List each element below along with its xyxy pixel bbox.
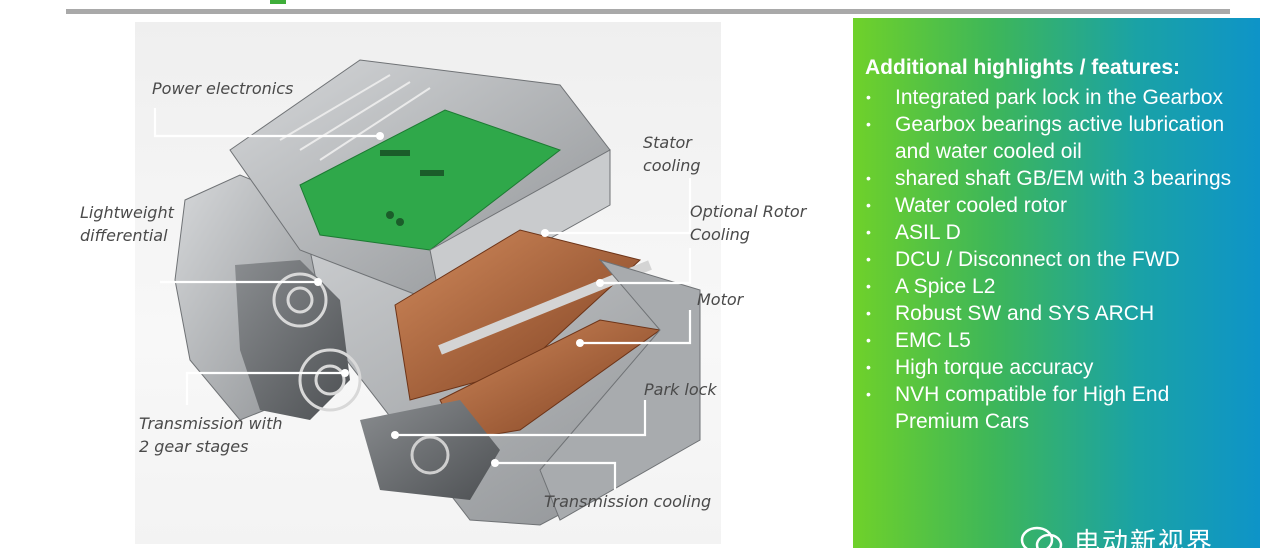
bullet-icon: • (866, 116, 871, 132)
pcb-board (299, 109, 562, 251)
label-lightweight-differential-line1: Lightweight (80, 203, 174, 222)
label-transmission-cooling: Transmission cooling (544, 492, 712, 511)
feature-item: • ASIL D (862, 219, 1252, 246)
callout-lines (153, 108, 692, 490)
gear-cluster (235, 260, 350, 420)
label-stator-cooling: Stator cooling (643, 131, 701, 177)
feature-item: • Gearbox bearings active lubrication and… (862, 111, 1252, 165)
bullet-icon: • (866, 305, 871, 321)
drive-unit-cutaway-illustration (153, 59, 701, 526)
feature-text: Robust SW and SYS ARCH (895, 302, 1155, 325)
top-accent-mark (270, 0, 286, 4)
callout-line-optional-rotor-cooling (600, 248, 692, 285)
feature-item: • Integrated park lock in the Gearbox (862, 84, 1252, 111)
bullet-icon: • (866, 332, 871, 348)
feature-text: EMC L5 (895, 329, 971, 352)
feature-item: • A Spice L2 (862, 273, 1252, 300)
rotor-shaft (438, 260, 652, 355)
label-transmission-line1: Transmission with (139, 414, 283, 433)
bullet-icon: • (866, 386, 871, 402)
bullet-icon: • (866, 359, 871, 375)
callout-line-transmission (185, 371, 345, 405)
bullet-icon: • (866, 170, 871, 186)
watermark: 电动新视界 (1020, 522, 1214, 559)
label-lightweight-differential: Lightweight differential (80, 201, 174, 247)
label-stator-cooling-line1: Stator (643, 133, 692, 152)
watermark-text: 电动新视界 (1074, 528, 1215, 558)
bullet-icon: • (866, 197, 871, 213)
feature-text: shared shaft GB/EM with 3 bearings (895, 167, 1232, 190)
cover-ribs (279, 74, 431, 161)
feature-list: • Integrated park lock in the Gearbox • Gea… (862, 84, 1252, 435)
highlights-panel (853, 18, 1260, 548)
callout-line-park-lock (395, 400, 647, 437)
callout-line-motor (580, 310, 692, 345)
feature-item: • High torque accuracy (862, 354, 1252, 381)
feature-text: Integrated park lock in the Gearbox (895, 86, 1224, 109)
feature-text: ASIL D (895, 221, 961, 244)
label-optional-rotor-cooling-line1: Optional Rotor (690, 202, 807, 221)
bullet-icon: • (866, 278, 871, 294)
feature-text: Gearbox bearings active lubrication and … (895, 113, 1225, 163)
label-park-lock: Park lock (644, 380, 717, 399)
callout-dots (314, 132, 604, 467)
motor-housing (539, 259, 701, 521)
wechat-icon (1020, 526, 1063, 556)
bullet-icon: • (866, 89, 871, 105)
label-optional-rotor-cooling: Optional Rotor Cooling (690, 200, 806, 246)
label-lightweight-differential-line2: differential (80, 226, 168, 245)
label-power-electronics: Power electronics (152, 79, 294, 98)
feature-item: • Water cooled rotor (862, 192, 1252, 219)
feature-item: • NVH compatible for High End Premium Car… (862, 381, 1252, 435)
feature-item: • DCU / Disconnect on the FWD (862, 246, 1252, 273)
park-lock-assembly (360, 400, 500, 500)
gear-stages (272, 272, 362, 412)
label-transmission-line2: 2 gear stages (139, 437, 249, 456)
callout-line-power-electronics (153, 108, 380, 138)
callout-line-stator-cooling (545, 178, 692, 235)
feature-item: • Robust SW and SYS ARCH (862, 300, 1252, 327)
label-motor: Motor (697, 290, 744, 309)
feature-text: A Spice L2 (895, 275, 996, 298)
feature-text: DCU / Disconnect on the FWD (895, 248, 1180, 271)
feature-item: • shared shaft GB/EM with 3 bearings (862, 165, 1252, 192)
top-rule (66, 9, 1230, 14)
callout-line-transmission-cooling (495, 461, 617, 490)
highlights-title: Additional highlights / features: (865, 56, 1180, 79)
feature-item: • EMC L5 (862, 327, 1252, 354)
label-transmission: Transmission with 2 gear stages (139, 412, 283, 458)
label-stator-cooling-line2: cooling (643, 156, 701, 175)
bullet-icon: • (866, 224, 871, 240)
label-optional-rotor-cooling-line2: Cooling (690, 225, 750, 244)
feature-text: High torque accuracy (895, 356, 1094, 379)
feature-text: NVH compatible for High End Premium Cars (895, 383, 1170, 433)
feature-text: Water cooled rotor (895, 194, 1067, 217)
bullet-icon: • (866, 251, 871, 267)
pcb-components (380, 150, 444, 226)
